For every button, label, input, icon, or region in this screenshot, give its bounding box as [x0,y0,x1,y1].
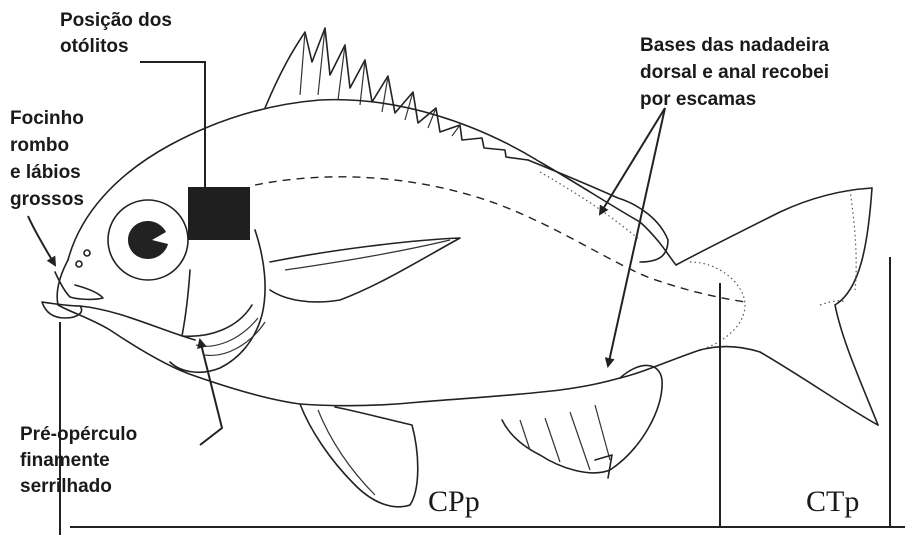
label-otolith-position: Posição dos otólitos [60,10,177,57]
leader-lines [28,62,665,535]
pectoral-fin [270,238,460,302]
caudal-peduncle [690,190,856,350]
label-ctp: CTp [806,485,859,518]
label-preoperculum: Pré-opérculo finamente serrilhado [20,424,142,497]
otolith-position-marker [188,187,250,240]
fish-pupil [128,221,168,259]
label-scale-covered-fin-bases: Bases das nadadeira dorsal e anal recobe… [640,35,834,110]
label-cpp: CPp [428,485,480,518]
pelvic-fin [300,404,418,507]
label-blunt-snout: Focinho rombo e lábios grossos [10,108,89,210]
measurement-lines [70,257,905,527]
lateral-line [255,177,745,302]
soft-dorsal-fin [528,160,668,262]
anal-fin [502,365,662,478]
dorsal-fin [265,28,528,160]
